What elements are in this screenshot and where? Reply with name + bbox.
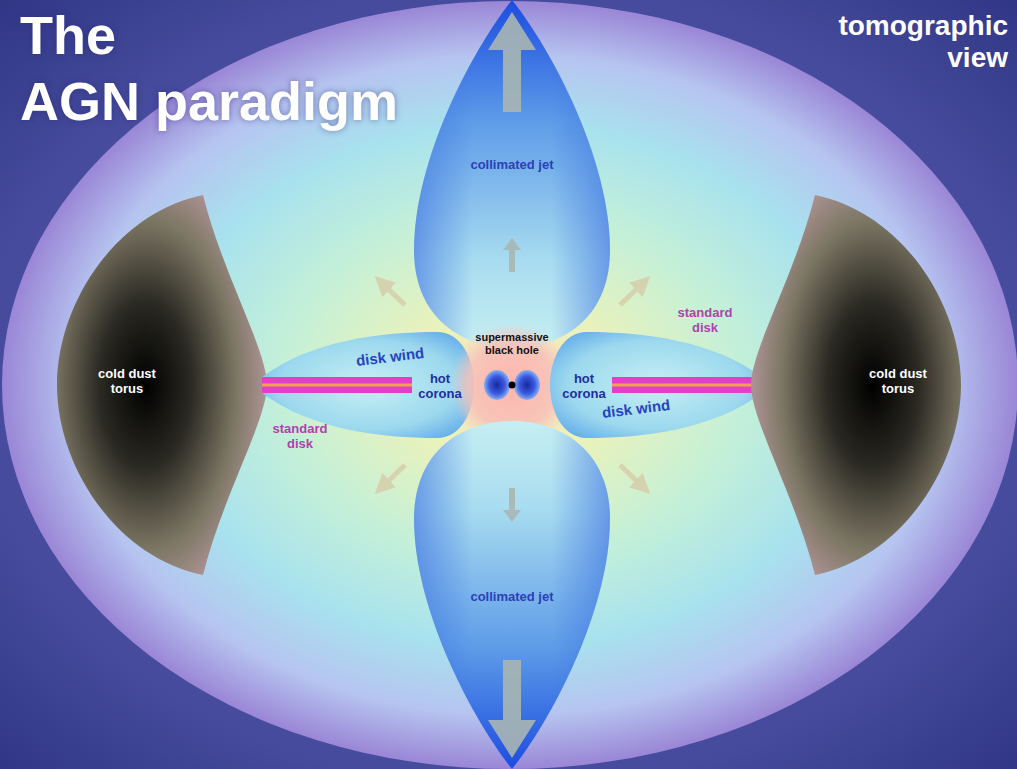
jet-lobe: collimated jet [412, 420, 612, 769]
jet-shading [414, 421, 610, 769]
corona-label: hot corona [556, 372, 612, 402]
disk-label: standard disk [671, 306, 739, 336]
dust-torus: cold dust torus [55, 195, 270, 575]
jet-lobe: collimated jet [412, 0, 612, 350]
accretion-disk-core [612, 384, 762, 387]
accretion-disk-bar [612, 377, 762, 393]
node-outline [55, 195, 270, 575]
outflow-arrow [620, 465, 643, 487]
node-outline [748, 195, 963, 575]
node-text: collimated jet [447, 590, 577, 605]
diagram-title: The AGN paradigm [20, 2, 420, 134]
accretion-disk-bar [262, 377, 412, 393]
node-outline [412, 0, 612, 350]
wind-shape [550, 332, 762, 438]
jet-arrow [503, 238, 521, 272]
jet-shape [414, 0, 610, 348]
view-label: tomographic view [808, 10, 1008, 74]
jet-arrow [503, 488, 521, 522]
jet-arrow [488, 12, 536, 112]
black-hole-dot [509, 382, 516, 389]
corona-label: hot corona [412, 372, 468, 402]
node-text: cold dust torus [90, 367, 164, 397]
node-text: supermassive black hole [466, 331, 558, 356]
accretion-disk-core [262, 384, 412, 387]
outflow-arrow [620, 283, 643, 305]
jet-shading [414, 0, 610, 348]
node-outline [512, 330, 762, 440]
jet-shape [414, 421, 610, 769]
dust-torus: cold dust torus [748, 195, 963, 575]
torus-shape [751, 195, 961, 575]
corona-blob [514, 370, 540, 400]
disk-wind-lobe: disk wind [512, 330, 762, 440]
node-text: collimated jet [447, 158, 577, 173]
disk-label: standard disk [266, 422, 334, 452]
node-text: cold dust torus [861, 367, 935, 397]
jet-arrow [488, 660, 536, 758]
outflow-arrow [382, 283, 405, 305]
corona-blob [484, 370, 510, 400]
torus-shape [57, 195, 267, 575]
outflow-arrow [382, 465, 405, 487]
